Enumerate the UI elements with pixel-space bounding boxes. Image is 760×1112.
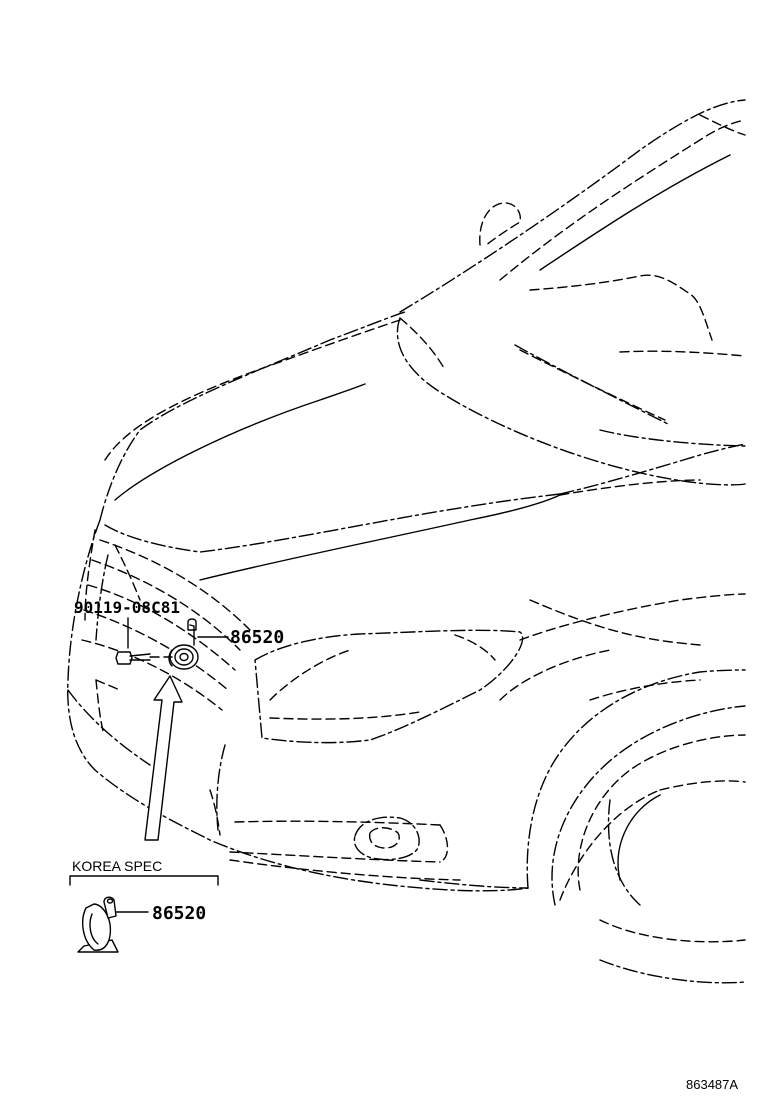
front-bumper: [67, 519, 529, 892]
korea-spec-bracket: [69, 875, 219, 886]
lower-bumper: [229, 859, 529, 889]
arrow-icon: [144, 675, 183, 841]
horn-part-number-label[interactable]: 86520: [230, 627, 285, 648]
diagram-id: 863487A: [686, 1077, 739, 1092]
windshield-lines: [399, 99, 746, 447]
grille: [81, 539, 251, 711]
korea-horn-part-number-label[interactable]: 86520: [152, 903, 207, 924]
headlamp: [254, 629, 524, 744]
leader-lines: [127, 617, 229, 649]
horn-installed: [168, 618, 199, 670]
side-mirror: [479, 202, 522, 247]
front-wheel: [551, 705, 746, 984]
bolt-part-number-label[interactable]: 90119-08C81: [74, 598, 180, 617]
fender: [499, 443, 746, 943]
korea-horn: [77, 896, 149, 953]
cowl-panel: [396, 274, 746, 486]
korea-spec-title: KOREA SPEC: [72, 858, 163, 874]
bolt: [115, 651, 173, 665]
fog-lamp: [353, 816, 420, 861]
hood-outline: [99, 311, 701, 581]
